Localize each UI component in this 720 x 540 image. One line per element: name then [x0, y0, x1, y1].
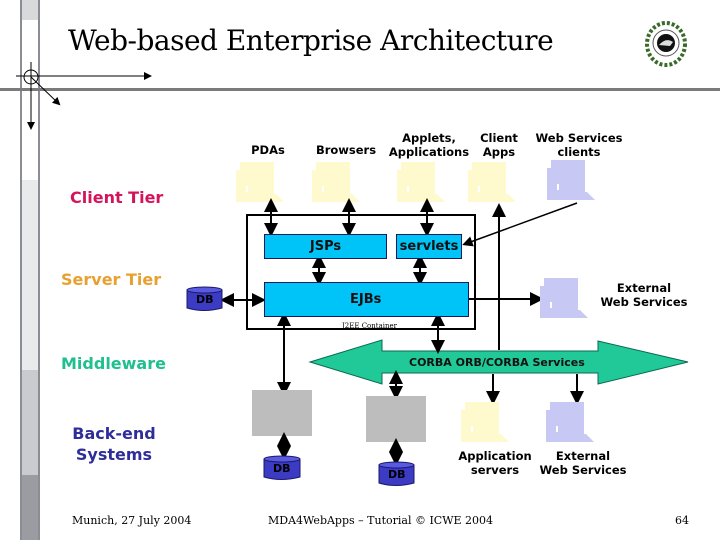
pda-computer-icon	[236, 162, 284, 202]
server-tier-label: Server Tier	[61, 270, 162, 289]
client-label-ws-clients: Web Services clients	[530, 131, 628, 159]
client-label-browsers: Browsers	[310, 143, 382, 157]
backend-server-1	[252, 390, 312, 436]
app-servers-label: Application servers	[450, 449, 540, 477]
client-label-line: clients	[557, 145, 601, 159]
server-db-label: DB	[196, 293, 214, 306]
client-label-client-apps: Client Apps	[474, 131, 524, 159]
j2ee-container-label: J2EE Container	[342, 322, 398, 330]
backend-tier-label: Back-end Systems	[64, 423, 164, 465]
servlets-label: servlets	[399, 239, 459, 254]
footer-date: Munich, 27 July 2004	[72, 514, 192, 527]
backend-label-line2: Systems	[75, 445, 153, 464]
backend-external-ws-line1: External	[555, 449, 611, 463]
client-app-computer-icon	[468, 162, 516, 202]
backend-db-icon-1	[263, 455, 301, 480]
external-ws-line1: External	[616, 281, 672, 295]
backend-db-label-1: DB	[273, 462, 291, 475]
ws-client-computer-icon	[547, 160, 595, 200]
ejbs-label: EJBs	[350, 292, 382, 307]
external-ws-label: External Web Services	[596, 281, 692, 309]
corba-label: CORBA ORB/CORBA Services	[409, 356, 585, 369]
page-number: 64	[675, 514, 689, 527]
backend-db-label-2: DB	[388, 468, 406, 481]
j2ee-container-box	[246, 214, 476, 330]
app-servers-line1: Application	[458, 449, 532, 463]
ejbs-box: EJBs	[264, 282, 469, 317]
external-ws-computer-icon	[540, 278, 588, 318]
client-label-line: Browsers	[315, 143, 377, 157]
servlets-box: servlets	[396, 234, 462, 259]
browser-computer-icon	[312, 162, 360, 202]
applet-computer-icon	[397, 162, 445, 202]
client-label-line: Web Services	[535, 131, 623, 145]
app-server-computer-icon	[461, 402, 509, 442]
backend-db-icon-2	[378, 461, 415, 486]
client-label-line: Client	[480, 131, 518, 145]
footer-center: MDA4WebApps – Tutorial © ICWE 2004	[268, 514, 494, 527]
client-label-line: PDAs	[251, 143, 285, 157]
client-tier-label: Client Tier	[70, 188, 164, 207]
external-ws-line2: Web Services	[600, 295, 688, 309]
title-divider	[0, 88, 720, 91]
server-db-icon	[186, 286, 223, 311]
corba-bus-arrow	[308, 339, 689, 385]
client-label-line: Apps	[482, 145, 516, 159]
university-seal-icon	[645, 21, 687, 67]
axis-decoration-icon	[23, 62, 39, 130]
left-decorative-bar	[20, 0, 40, 540]
middleware-tier-label: Middleware	[61, 354, 166, 373]
backend-server-2	[366, 396, 426, 442]
client-label-line: Applets,	[402, 131, 456, 145]
backend-external-ws-line2: Web Services	[539, 463, 627, 477]
client-label-applets: Applets, Applications	[386, 131, 472, 159]
axis-arrows-icon	[16, 72, 152, 106]
jsps-label: JSPs	[309, 239, 342, 254]
backend-external-ws-label: External Web Services	[536, 449, 630, 477]
backend-label-line1: Back-end	[72, 424, 156, 443]
jsps-box: JSPs	[264, 234, 387, 259]
client-label-pdas: PDAs	[240, 143, 296, 157]
client-label-line: Applications	[388, 145, 470, 159]
external-ws-backend-computer-icon	[546, 402, 594, 442]
slide-title: Web-based Enterprise Architecture	[68, 24, 554, 57]
app-servers-line2: servers	[470, 463, 520, 477]
